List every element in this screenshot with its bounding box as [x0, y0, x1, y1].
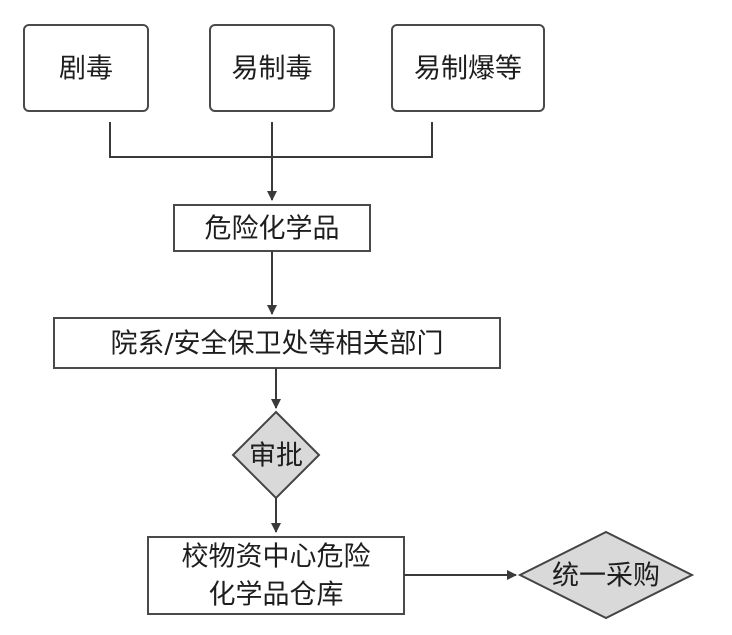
node-hazardous-box: [173, 204, 371, 252]
node-top-right-label: 易制爆等: [414, 54, 522, 85]
node-departments-box: [53, 317, 501, 369]
node-top-left-label: 剧毒: [59, 54, 113, 85]
node-top-middle-label: 易制毒: [232, 54, 313, 85]
node-procurement-label: 统一采购: [552, 561, 660, 592]
node-departments-label: 院系/安全保卫处等相关部门: [110, 329, 443, 360]
node-hazardous-label: 危险化学品: [205, 214, 340, 245]
node-approval-label: 审批: [249, 441, 303, 472]
node-procurement-diamond: [517, 530, 695, 620]
node-warehouse-label-line2: 化学品仓库: [209, 580, 344, 611]
node-warehouse-label-line1: 校物资中心危险: [182, 542, 371, 573]
node-top-middle-box: [209, 24, 335, 112]
node-top-left-box: [23, 24, 149, 112]
node-top-right-box: [391, 24, 545, 112]
